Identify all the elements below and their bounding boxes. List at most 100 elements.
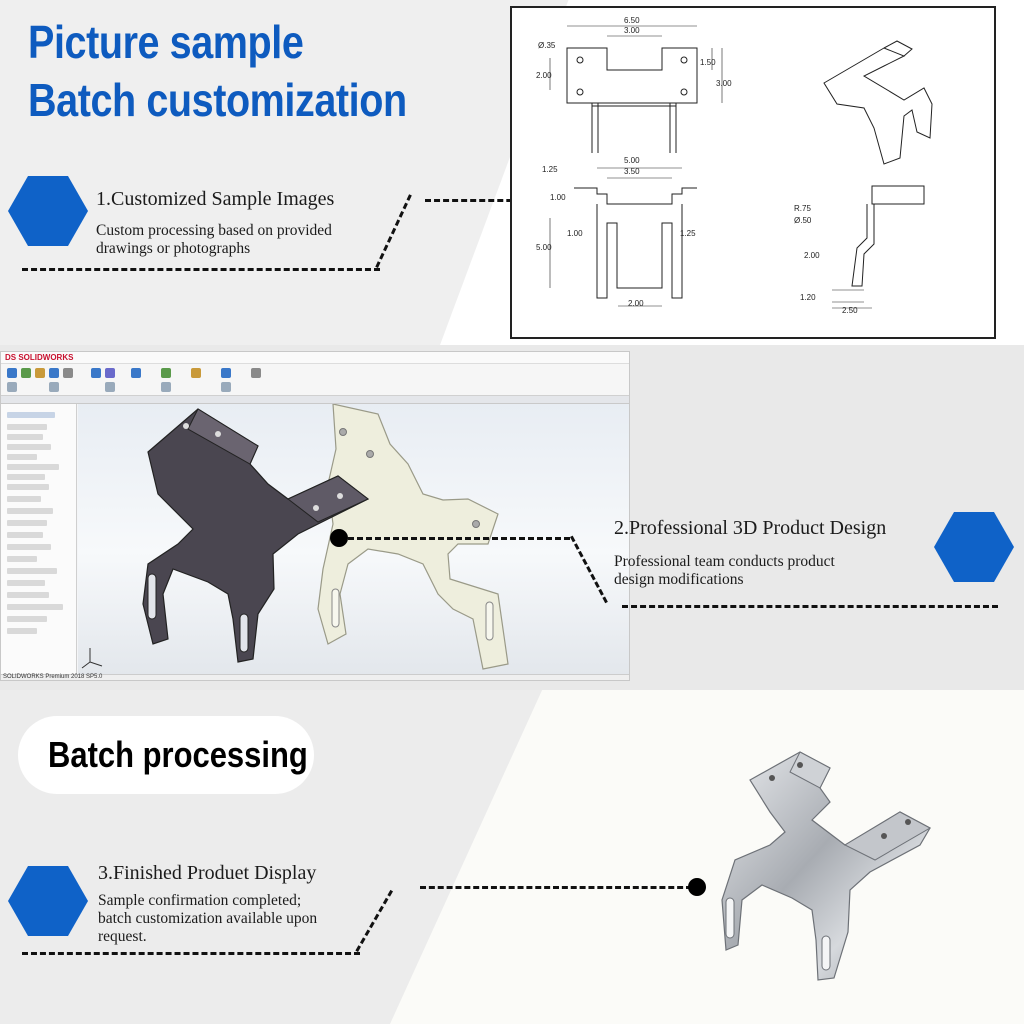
tree-item[interactable]	[7, 616, 47, 622]
dim-label: 3.00	[624, 26, 640, 35]
feature-2-title: 2.Professional 3D Product Design	[614, 517, 887, 539]
drawing-view-iso	[823, 47, 933, 165]
toolbar-icon[interactable]	[105, 368, 115, 378]
feature-3-title: 3.Finished Produet Display	[98, 862, 317, 884]
dim-label: 1.25	[680, 229, 696, 238]
cad-status-text: SOLIDWORKS Premium 2018 SP5.0	[3, 674, 103, 680]
bent-part-model[interactable]	[142, 408, 370, 663]
dim-label: 3.00	[716, 79, 732, 88]
toolbar-icon[interactable]	[49, 368, 59, 378]
cad-titlebar: DS SOLIDWORKS	[1, 352, 629, 364]
dim-label: 1.25	[542, 165, 558, 174]
dim-label: 6.50	[624, 16, 640, 25]
finished-part-image[interactable]	[700, 740, 950, 990]
toolbar-icon[interactable]	[35, 368, 45, 378]
dim-label: 1.50	[700, 58, 716, 67]
tree-item[interactable]	[7, 444, 51, 450]
tree-item[interactable]	[7, 544, 51, 550]
dim-label: 2.50	[842, 306, 858, 315]
connector-line-diagonal	[375, 194, 412, 268]
feature-2-desc-line1: Professional team conducts product	[614, 553, 835, 570]
page-title-line1: Picture sample	[28, 16, 304, 68]
toolbar-icon[interactable]	[161, 368, 171, 378]
tree-item[interactable]	[7, 484, 49, 490]
feature-1-desc-line1: Custom processing based on provided	[96, 222, 332, 239]
connector-line	[622, 605, 998, 608]
connector-dot-icon	[688, 878, 706, 896]
tree-item[interactable]	[7, 474, 45, 480]
dimension-labels: 6.50 3.00 Ø.35 2.00 1.50 3.00 5.00 3.50 …	[536, 16, 858, 315]
toolbar-icon[interactable]	[21, 368, 31, 378]
tree-item[interactable]	[7, 454, 37, 460]
tree-item[interactable]	[7, 508, 53, 514]
toolbar-icon[interactable]	[251, 368, 261, 378]
dim-label: Ø.35	[538, 41, 556, 50]
dim-label: 2.00	[628, 299, 644, 308]
hexagon-bullet-icon	[8, 866, 88, 936]
dim-label: R.75	[794, 204, 811, 213]
feature-3-desc-line2: batch customization available upon	[98, 910, 318, 927]
toolbar-icon[interactable]	[221, 382, 231, 392]
flat-pattern-part[interactable]	[317, 403, 509, 670]
toolbar-icon[interactable]	[131, 368, 141, 378]
axis-triad-icon	[81, 648, 103, 669]
section-custom-samples: Picture sample Batch customization 1.Cus…	[0, 0, 1024, 345]
dim-label: Ø.50	[794, 216, 812, 225]
cad-logo: DS SOLIDWORKS	[5, 353, 74, 362]
tree-item[interactable]	[7, 412, 55, 418]
drawing-view-top	[566, 47, 698, 104]
feature-1-desc-line2: drawings or photographs	[96, 240, 251, 257]
feature-tree[interactable]	[1, 404, 77, 674]
toolbar-icon[interactable]	[221, 368, 231, 378]
toolbar-icon[interactable]	[7, 382, 17, 392]
dim-label: 5.00	[624, 156, 640, 165]
dim-label: 1.00	[550, 193, 566, 202]
tree-item[interactable]	[7, 434, 43, 440]
toolbar-icon[interactable]	[161, 382, 171, 392]
toolbar-icon[interactable]	[7, 368, 17, 378]
dim-label: 1.20	[800, 293, 816, 302]
part-models	[81, 403, 509, 670]
connector-line	[420, 886, 692, 889]
tree-item[interactable]	[7, 628, 37, 634]
dim-label: 2.00	[804, 251, 820, 260]
section-3d-design: DS SOLIDWORKS	[0, 345, 1024, 690]
cad-status-bar: SOLIDWORKS Premium 2018 SP5.0	[1, 674, 629, 680]
cad-ribbon	[1, 364, 629, 396]
feature-3-desc-line1: Sample confirmation completed;	[98, 892, 302, 909]
tree-item[interactable]	[7, 592, 49, 598]
tree-item[interactable]	[7, 580, 45, 586]
technical-drawing: 6.50 3.00 Ø.35 2.00 1.50 3.00 5.00 3.50 …	[510, 6, 996, 339]
tree-item[interactable]	[7, 556, 37, 562]
dim-label: 2.00	[536, 71, 552, 80]
toolbar-icon[interactable]	[63, 368, 73, 378]
batch-processing-badge: Batch processing	[18, 716, 314, 794]
connector-line	[22, 952, 360, 955]
dim-label: 5.00	[536, 243, 552, 252]
cad-window: DS SOLIDWORKS	[0, 351, 630, 681]
hexagon-bullet-icon	[8, 176, 88, 246]
tree-item[interactable]	[7, 604, 63, 610]
dim-label: 3.50	[624, 167, 640, 176]
feature-1-title: 1.Customized Sample Images	[96, 188, 335, 210]
tree-item[interactable]	[7, 464, 59, 470]
connector-line-diagonal	[355, 889, 393, 952]
tree-item[interactable]	[7, 520, 47, 526]
connector-dot-icon	[330, 529, 348, 547]
connector-line	[22, 268, 380, 271]
page-title-line2: Batch customization	[28, 74, 407, 126]
tree-item[interactable]	[7, 496, 41, 502]
toolbar-icon[interactable]	[49, 382, 59, 392]
tree-item[interactable]	[7, 424, 47, 430]
toolbar-icon[interactable]	[91, 368, 101, 378]
feature-2-desc-line2: design modifications	[614, 571, 744, 588]
connector-line	[348, 537, 570, 540]
toolbar-icon[interactable]	[105, 382, 115, 392]
tree-item[interactable]	[7, 532, 43, 538]
cad-command-tabs[interactable]	[1, 396, 629, 404]
drawing-svg: 6.50 3.00 Ø.35 2.00 1.50 3.00 5.00 3.50 …	[536, 16, 933, 315]
batch-processing-label: Batch processing	[48, 734, 308, 775]
toolbar-icon[interactable]	[191, 368, 201, 378]
tree-item[interactable]	[7, 568, 57, 574]
hexagon-bullet-icon	[934, 512, 1014, 582]
